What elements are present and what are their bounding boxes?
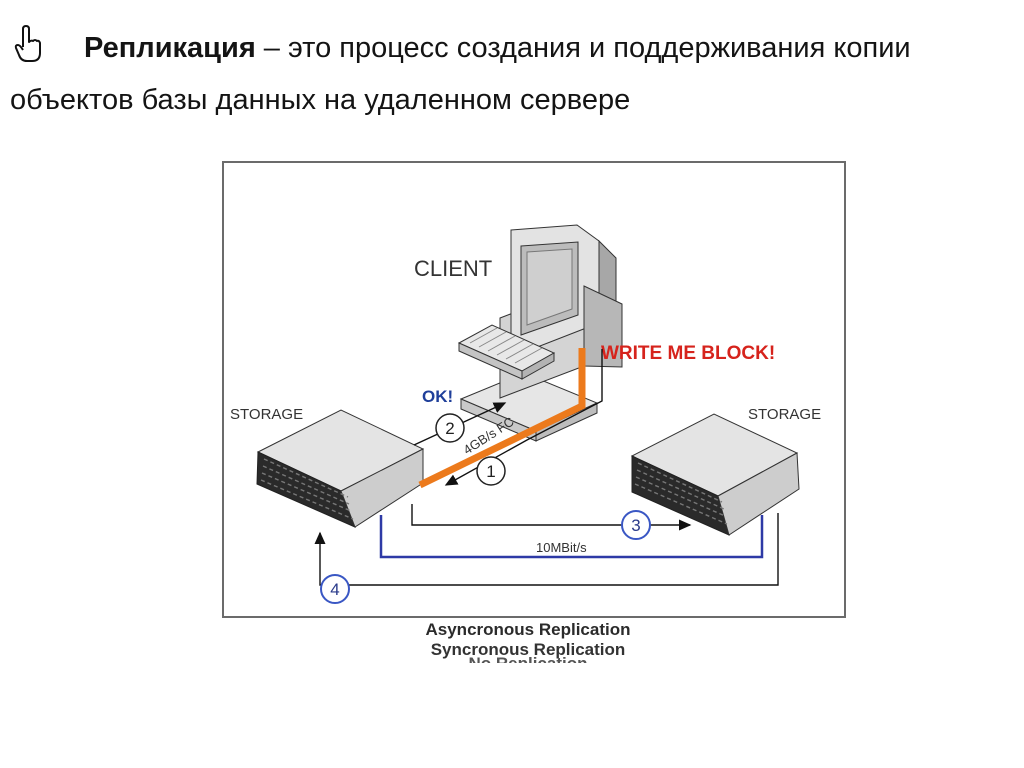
heading-definition: – это процесс создания и поддерживания к… [10, 32, 911, 116]
legend-item-none: No Replication [468, 654, 588, 673]
replication-legend: Asyncronous Replication Syncronous Repli… [378, 618, 678, 674]
wan-link-line [379, 515, 764, 559]
step4-marker: 4 [320, 574, 350, 604]
step3-arrow [411, 504, 692, 531]
svg-text:2: 2 [445, 419, 454, 438]
svg-text:1: 1 [486, 462, 495, 481]
heading-term: Репликация [84, 32, 256, 64]
step3-marker: 3 [621, 510, 651, 540]
keyboard-icon [457, 324, 556, 380]
step2-marker: 2 [435, 413, 465, 443]
client-computer-icon [459, 224, 623, 442]
fc-link-line [418, 348, 586, 489]
storage-right-icon [630, 413, 800, 536]
legend-item-async: Asyncronous Replication [425, 620, 631, 639]
storage-left-label: STORAGE [230, 406, 303, 423]
legend-item-sync: Syncronous Replication [430, 640, 626, 659]
slide-heading: Репликация – это процесс создания и подд… [10, 22, 1000, 126]
storage-left-icon [256, 409, 425, 528]
step4-arrow [314, 513, 779, 586]
storage-right-label: STORAGE [748, 406, 821, 423]
step1-marker: 1 [476, 456, 506, 486]
wan-link-label: 10MBit/s [536, 540, 587, 555]
pointing-hand-icon [14, 25, 44, 63]
client-label: CLIENT [414, 256, 492, 281]
ack-label: OK! [422, 387, 453, 406]
svg-text:4: 4 [330, 580, 339, 599]
svg-text:3: 3 [631, 516, 640, 535]
write-request-label: WRITE ME BLOCK! [601, 343, 775, 364]
replication-diagram: CLIENT WRITE ME BLOCK! OK! STORAGE STORA… [222, 161, 846, 618]
